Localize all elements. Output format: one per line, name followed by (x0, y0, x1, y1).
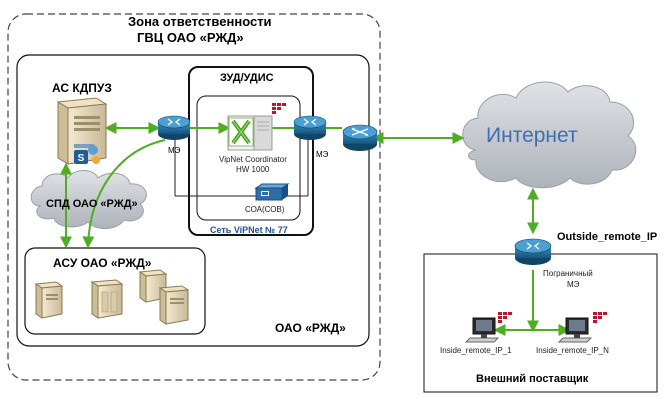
zud-title: ЗУД/УДИС (220, 72, 274, 84)
client-2-label: Inside_remote_IP_N (536, 346, 609, 355)
border-firewall-label-line1: Пограничный (543, 269, 593, 278)
router-icon (342, 124, 378, 151)
firewall-right-label: МЭ (316, 150, 329, 159)
client-1-label: Inside_remote_IP_1 (440, 346, 512, 355)
vendor-boundary (423, 253, 658, 393)
client-2-icon (557, 317, 593, 343)
zone-title-line1: Зона ответственности (128, 14, 272, 29)
internet-cloud (462, 81, 637, 189)
svg-text:S: S (78, 153, 85, 164)
soa-label: СОА(СОВ) (245, 205, 285, 214)
asu-server-2-icon (90, 279, 124, 319)
vendor-label: Внешний поставщик (476, 373, 589, 385)
oao-boundary (16, 54, 370, 347)
network-links (60, 122, 571, 336)
border-firewall-label-line2: МЭ (567, 280, 580, 289)
kdpuz-label: АС КДПУЗ (52, 81, 112, 95)
zone-title-line2: ГВЦ ОАО «РЖД» (137, 30, 244, 45)
firewall-left-label: МЭ (168, 146, 181, 155)
zud-outer-boundary (188, 66, 314, 236)
vipnet-badge-icon (272, 103, 286, 114)
responsibility-zone-boundary (7, 13, 381, 381)
asu-label: АСУ ОАО «РЖД» (53, 256, 152, 270)
outside-remote-label: Outside_remote_IP (557, 231, 658, 243)
zud-inner-boundary (196, 95, 301, 221)
vipnet-network-label: Сеть ViPNet № 77 (210, 225, 288, 235)
asu-server-1-icon (34, 281, 64, 319)
border-firewall-icon (514, 238, 552, 265)
firewall-right-icon (293, 115, 327, 140)
client-2-badge-icon (593, 312, 607, 323)
coordinator-label-line1: VipNet Coordinator (219, 155, 287, 164)
asu-boundary (24, 247, 206, 335)
asu-server-4-icon (158, 285, 190, 325)
sharepoint-badge-icon: S (74, 145, 100, 164)
firewall-left-icon (157, 115, 191, 140)
soa-links (174, 130, 309, 197)
soa-device-icon (254, 183, 290, 201)
client-1-badge-icon (498, 312, 512, 323)
vipnet-coordinator-icon (227, 115, 273, 151)
coordinator-label-line2: HW 1000 (236, 165, 270, 174)
spd-label: СПД ОАО «РЖД» (46, 198, 138, 210)
client-1-icon (464, 317, 500, 343)
internet-label: Интернет (486, 124, 578, 147)
oao-label: ОАО «РЖД» (275, 321, 346, 335)
